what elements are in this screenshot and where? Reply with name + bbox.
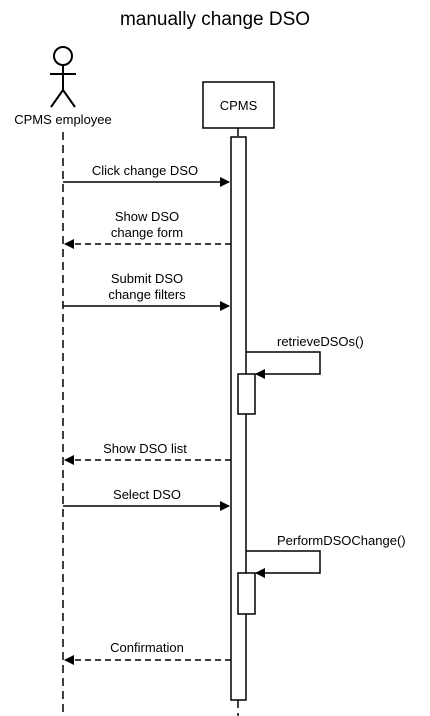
message-label: Show DSO [115, 209, 179, 224]
message-label: Click change DSO [92, 163, 198, 178]
message-label: Select DSO [113, 487, 181, 502]
system-participant-box [202, 81, 275, 129]
message-perform-dso-change: PerformDSOChange() [246, 533, 406, 578]
message-click-change-dso: Click change DSO [63, 163, 230, 187]
message-label: change form [111, 225, 183, 240]
message-label: Show DSO list [103, 441, 187, 456]
message-label: retrieveDSOs() [277, 334, 364, 349]
message-retrieve-dsos: retrieveDSOs() [246, 334, 364, 379]
nested-activation-bar [237, 373, 256, 415]
system-name: CPMS [220, 98, 258, 113]
actor-name: CPMS employee [14, 112, 112, 127]
message-label: Confirmation [110, 640, 184, 655]
message-label: change filters [108, 287, 186, 302]
message-confirmation: Confirmation [64, 640, 231, 665]
diagram-title: manually change DSO [120, 9, 310, 30]
message-label: Submit DSO [111, 271, 183, 286]
system-activation-bar [230, 136, 247, 701]
nested-activation-bar [237, 572, 256, 615]
message-label: PerformDSOChange() [277, 533, 406, 548]
message-select-dso: Select DSO [63, 487, 230, 511]
message-submit-dso-change-filters: Submit DSO change filters [63, 271, 230, 311]
actor-figure-icon [50, 46, 76, 108]
message-show-dso-list: Show DSO list [64, 441, 231, 465]
message-show-dso-change-form: Show DSO change form [64, 209, 231, 249]
